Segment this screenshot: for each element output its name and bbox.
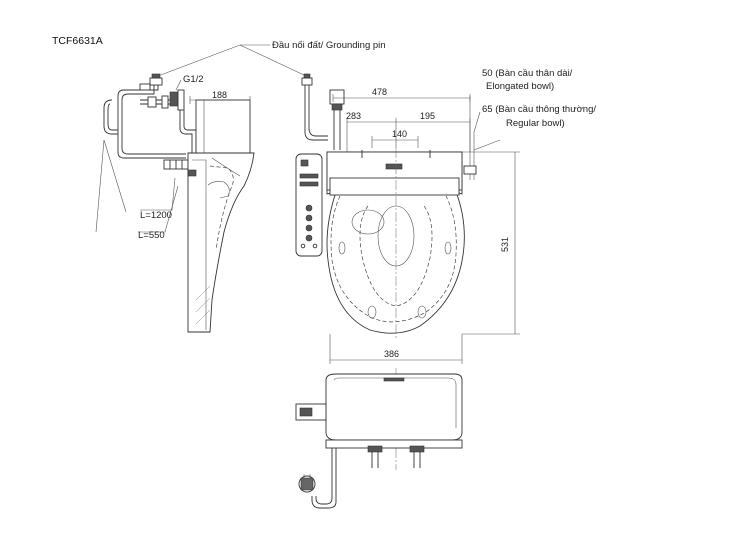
seat-width-dimension: 386 bbox=[384, 349, 400, 359]
hose-length-long-label: L=1200 bbox=[140, 210, 172, 221]
thread-size-label: G1/2 bbox=[183, 74, 204, 85]
hose-length-short-label: L=550 bbox=[138, 230, 165, 241]
side-view bbox=[95, 73, 255, 333]
seat-length-dimension: 531 bbox=[500, 236, 510, 252]
regular-bowl-label-1: 65 (Bàn cầu thông thường/ bbox=[482, 104, 596, 115]
elongated-bowl-label-1: 50 (Bàn cầu thân dài/ bbox=[482, 68, 573, 79]
regular-bowl-label-2: Regular bowl) bbox=[506, 118, 565, 129]
grounding-leader bbox=[157, 44, 307, 77]
grounding-pin-label: Đầu nối đất/ Grounding pin bbox=[272, 40, 386, 51]
front-view bbox=[295, 373, 463, 509]
side-depth-dimension: 188 bbox=[212, 90, 228, 100]
model-number: TCF6631A bbox=[52, 35, 103, 47]
front-offset-dimension: 195 bbox=[420, 111, 436, 121]
rear-offset-dimension: 283 bbox=[346, 111, 362, 121]
total-length-dimension: 478 bbox=[372, 87, 388, 97]
elongated-bowl-label-2: Elongated bowl) bbox=[486, 81, 555, 92]
center-spacing-dimension: 140 bbox=[392, 129, 408, 139]
top-view bbox=[295, 73, 520, 470]
